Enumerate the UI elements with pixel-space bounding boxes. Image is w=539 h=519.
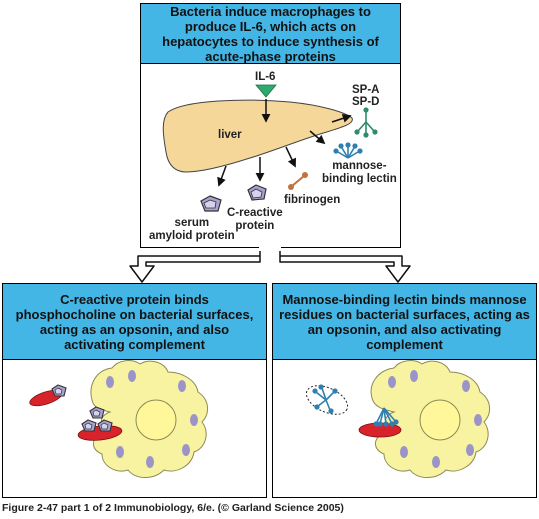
il6-label: IL-6 <box>255 71 276 83</box>
branch-arrows <box>129 247 411 283</box>
fibrinogen-label: fibrinogen <box>284 194 341 206</box>
right-macrophage-nucleus <box>419 399 461 441</box>
crp-label: C-reactive protein <box>227 207 283 232</box>
arrow-to-saa <box>217 165 227 187</box>
liver-shape <box>162 99 353 173</box>
figure-caption: Figure 2-47 part 1 of 2 Immunobiology, 6… <box>2 502 344 514</box>
top-panel-title: Bacteria induce macrophages to produce I… <box>141 4 400 64</box>
crp-pentagon-icon <box>247 184 267 201</box>
left-panel-title: C-reactive protein binds phosphocholine … <box>3 284 266 360</box>
sp-a-label: SP-A <box>352 84 380 96</box>
saa-pentagon-icon <box>200 195 222 212</box>
top-panel: Bacteria induce macrophages to produce I… <box>140 3 401 248</box>
left-bacterium-free <box>29 384 67 407</box>
fibrinogen-icon <box>288 172 308 190</box>
right-bacterium-bound <box>358 407 402 438</box>
left-macrophage-nucleus <box>135 399 177 441</box>
arrow-to-sp <box>331 114 352 123</box>
saa-label: serum amyloid protein <box>149 217 235 242</box>
mbl-label: mannose- binding lectin <box>322 160 397 185</box>
right-panel-title: Mannose-binding lectin binds mannose res… <box>273 284 536 360</box>
sp-d-label: SP-D <box>352 96 380 108</box>
arrow-to-mbl <box>309 130 326 145</box>
left-macrophage <box>90 360 208 478</box>
left-bacterium-bound <box>77 406 123 441</box>
right-free-mbl <box>305 384 349 415</box>
sp-a-sp-d-icon <box>354 107 378 138</box>
il6-triangle-icon <box>255 84 277 98</box>
arrow-to-fibrinogen <box>285 146 296 168</box>
liver-label: liver <box>218 129 242 141</box>
mannose-binding-lectin-icon <box>333 142 363 159</box>
